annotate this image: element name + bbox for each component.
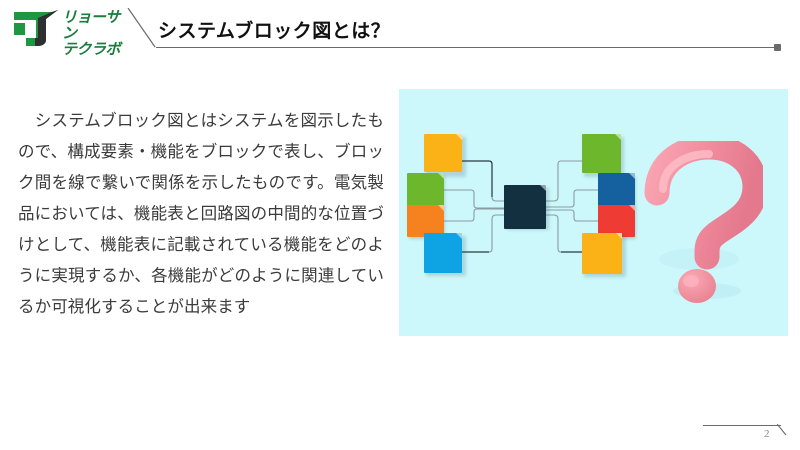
block-right-darkblue bbox=[598, 173, 635, 206]
block-left-green bbox=[407, 173, 444, 206]
slide-header: リョーサン テクラボ システムブロック図とは？ bbox=[0, 0, 800, 58]
block-left-yellow bbox=[424, 134, 462, 172]
question-mark-icon bbox=[644, 141, 763, 303]
footer-rule bbox=[703, 425, 781, 426]
company-logo: リョーサン テクラボ bbox=[12, 7, 132, 57]
block-left-blue bbox=[424, 233, 462, 273]
block-right-red bbox=[598, 205, 635, 237]
block-right-yellow bbox=[582, 233, 622, 274]
logo-line-2: テクラボ bbox=[62, 40, 121, 58]
body-paragraph: システムブロック図とはシステムを図示したもので、構成要素・機能をブロックで表し、… bbox=[18, 112, 384, 316]
logo-line-1: リョーサン bbox=[62, 9, 120, 42]
header-diagonal-divider bbox=[127, 8, 156, 48]
header-underline bbox=[156, 47, 774, 48]
header-end-dot bbox=[774, 44, 781, 51]
ryosan-d-arrow-logo-icon bbox=[14, 10, 58, 46]
footer-corner-tick bbox=[777, 424, 787, 436]
illustration-panel bbox=[399, 89, 788, 336]
illustration-canvas bbox=[399, 89, 788, 336]
logo-wordmark: リョーサン テクラボ bbox=[62, 9, 132, 57]
block-left-orange bbox=[407, 205, 444, 237]
page-number: 2 bbox=[764, 428, 770, 440]
hub-block bbox=[504, 185, 546, 229]
page-title: システムブロック図とは？ bbox=[158, 21, 391, 42]
block-right-green bbox=[582, 134, 621, 173]
